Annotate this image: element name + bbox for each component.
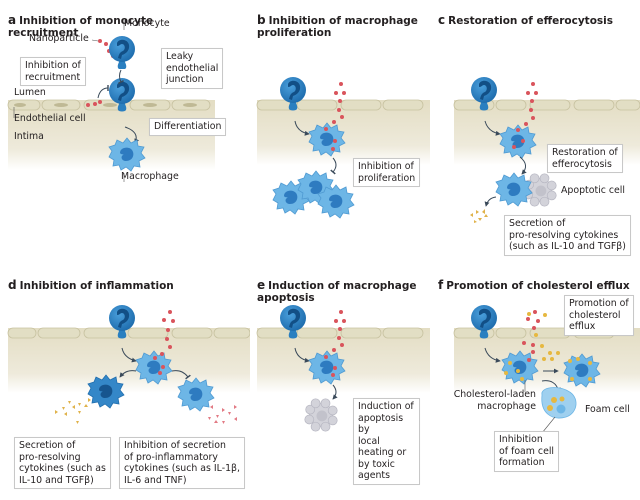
pro-resolving-cytokines [470, 209, 488, 223]
nanoparticles [153, 310, 175, 375]
restoration-of-efferocytosis-callout: Restoration of efferocytosis [547, 144, 623, 173]
foam-cell-label: Foam cell [585, 404, 630, 415]
secretion-of-cytokines-callout: Secretion of pro-resolving cytokines (su… [504, 215, 631, 256]
endothelium [7, 99, 211, 111]
cholesterol-particles [504, 312, 560, 381]
efferocytosing-macrophage-icon [495, 172, 533, 207]
nanoparticles [522, 310, 540, 362]
monocyte-icon [109, 36, 135, 69]
panel-d-illustration [7, 305, 250, 424]
panel-a-illustration [7, 20, 215, 182]
panel-b-illustration [256, 77, 430, 219]
intima-label: Intima [14, 131, 44, 142]
inhibition-of-proliferation-callout: Inhibition of proliferation [353, 158, 421, 187]
panel-f-illustration [453, 305, 640, 434]
monocyte-label: Monocyte [124, 18, 170, 29]
differentiation-callout: Differentiation [149, 118, 227, 136]
promotion-of-efflux-callout: Promotion of cholesterol efflux [564, 295, 634, 336]
nanoparticles [324, 310, 346, 377]
nanoparticles [324, 82, 346, 151]
pro-resolving-cytokines [55, 398, 91, 424]
inhibition-of-secretion-callout: Inhibition of secretion of pro-inflammat… [119, 437, 246, 489]
panel-e-illustration [256, 305, 430, 432]
apoptotic-macrophage-icon [304, 398, 338, 432]
endothelial-cell-label: Endothelial cell [14, 113, 86, 124]
panel-c-illustration [453, 77, 640, 223]
secretion-of-cytokines-callout: Secretion of pro-resolving cytokines (su… [14, 437, 111, 489]
nanoparticle-label: Nanoparticle [29, 33, 89, 44]
leaky-junction-callout: Leaky endothelial junction [161, 48, 224, 89]
inhibition-of-recruitment-callout: Inhibition of recruitment [20, 57, 86, 86]
induction-of-apoptosis-callout: Induction of apoptosis by local heating … [353, 398, 420, 485]
lumen-label: Lumen [14, 87, 46, 98]
cholesterol-laden-label: Cholesterol-laden macrophage [453, 389, 536, 412]
inhibition-of-foam-cell-callout: Inhibition of foam cell formation [494, 431, 560, 472]
macrophage-label: Macrophage [121, 171, 179, 182]
apoptotic-cell-label: Apoptotic cell [561, 185, 626, 196]
pro-inflammatory-cytokines [208, 405, 237, 424]
